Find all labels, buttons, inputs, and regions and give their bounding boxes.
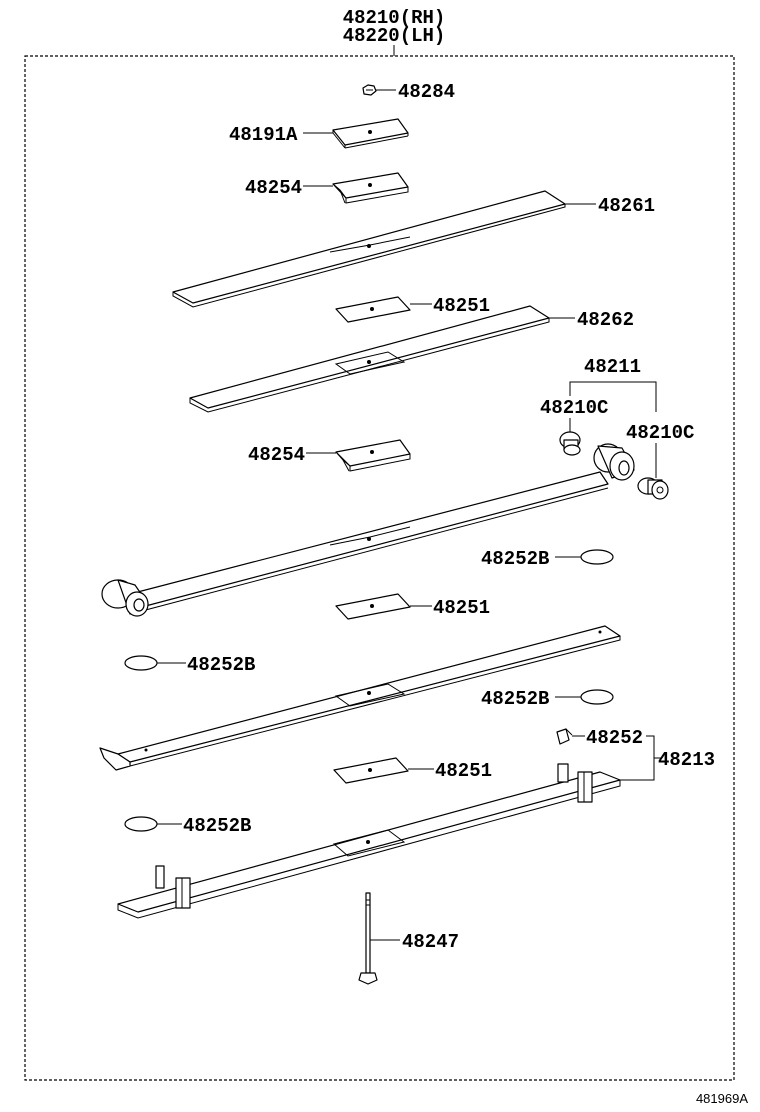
- part-48254-pad-mid[interactable]: [335, 439, 411, 472]
- part-48213-bottom-leaf[interactable]: [117, 763, 621, 919]
- label-48254-mid: 48254: [248, 444, 305, 466]
- part-48251-pad-c[interactable]: [333, 757, 409, 784]
- label-48251-a: 48251: [433, 295, 490, 317]
- label-48251-c: 48251: [435, 760, 492, 782]
- part-48252b-pad-b[interactable]: [124, 655, 158, 671]
- label-48252b-b: 48252B: [187, 654, 255, 676]
- part-48254-pad-top[interactable]: [332, 172, 409, 204]
- part-48247-center-bolt[interactable]: [358, 892, 378, 985]
- label-48252b-c: 48252B: [481, 688, 549, 710]
- part-48251-pad-a[interactable]: [335, 296, 411, 323]
- label-48210c-left: 48210C: [540, 397, 608, 419]
- part-48210c-bushing-right[interactable]: [637, 477, 669, 500]
- part-48251-pad-b[interactable]: [335, 593, 411, 620]
- part-main-leaf-with-eyes[interactable]: [101, 443, 635, 617]
- part-48284-nut[interactable]: [362, 84, 377, 96]
- label-48211: 48211: [584, 356, 641, 378]
- label-48251-b: 48251: [433, 597, 490, 619]
- label-48213: 48213: [658, 749, 715, 771]
- label-48210c-right: 48210C: [626, 422, 694, 444]
- part-48210c-bushing-left[interactable]: [559, 431, 581, 456]
- label-48252b-a: 48252B: [481, 548, 549, 570]
- label-48284: 48284: [398, 81, 455, 103]
- assembly-label-rh: 48210(RH): [343, 7, 446, 29]
- part-48261-leaf[interactable]: [172, 190, 566, 308]
- label-48254-top: 48254: [245, 177, 302, 199]
- part-second-leaf[interactable]: [99, 625, 621, 771]
- part-48262-leaf[interactable]: [189, 305, 550, 413]
- label-48261: 48261: [598, 195, 655, 217]
- part-48252b-pad-d[interactable]: [124, 816, 158, 832]
- part-48191a-plate[interactable]: [332, 118, 409, 149]
- part-48252b-pad-a[interactable]: [580, 549, 614, 565]
- label-48252b-d: 48252B: [183, 815, 251, 837]
- diagram-reference-number: 481969A: [696, 1091, 748, 1106]
- assembly-label-lh: 48220(LH): [343, 25, 446, 47]
- part-48252b-pad-c[interactable]: [580, 689, 614, 705]
- leader-48211-bracket: [569, 381, 657, 412]
- label-48262: 48262: [577, 309, 634, 331]
- label-48252: 48252: [586, 727, 643, 749]
- label-48247: 48247: [402, 931, 459, 953]
- assembly-frame: [24, 55, 735, 1081]
- label-48191a: 48191A: [229, 124, 298, 146]
- part-48252-clip[interactable]: [556, 728, 573, 745]
